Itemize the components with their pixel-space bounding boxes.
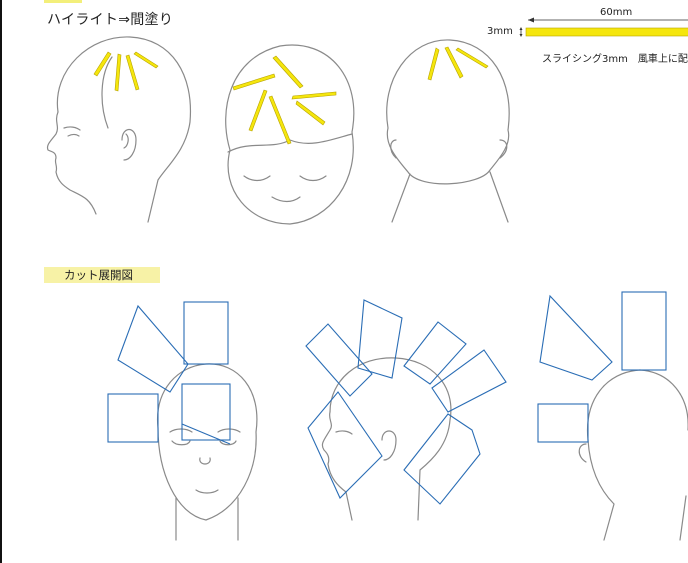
slicing-note: スライシング3mm 風車上に配: [542, 54, 688, 65]
cut-section-front: [107, 301, 258, 541]
highlight-strands-top: [232, 55, 337, 145]
head-back-view: [386, 39, 510, 223]
slice-size-bar: [525, 27, 688, 37]
cut-diagram-label: カット展開図: [44, 267, 160, 283]
title-accent-bar: [44, 0, 82, 3]
dimension-thickness-label: 3mm: [487, 26, 513, 37]
dimension-length-label: 60mm: [600, 7, 633, 18]
head-side-profile: [46, 36, 192, 223]
dimension-guide: [519, 17, 688, 37]
highlight-strands-back: [427, 46, 489, 81]
cut-section-back: [537, 291, 688, 541]
page-left-border: [0, 0, 2, 563]
highlight-strands-side: [93, 51, 159, 92]
head-top-view: [225, 44, 355, 225]
page-title: ハイライト⇒間塗り: [47, 12, 174, 28]
cut-section-side: [305, 299, 507, 521]
